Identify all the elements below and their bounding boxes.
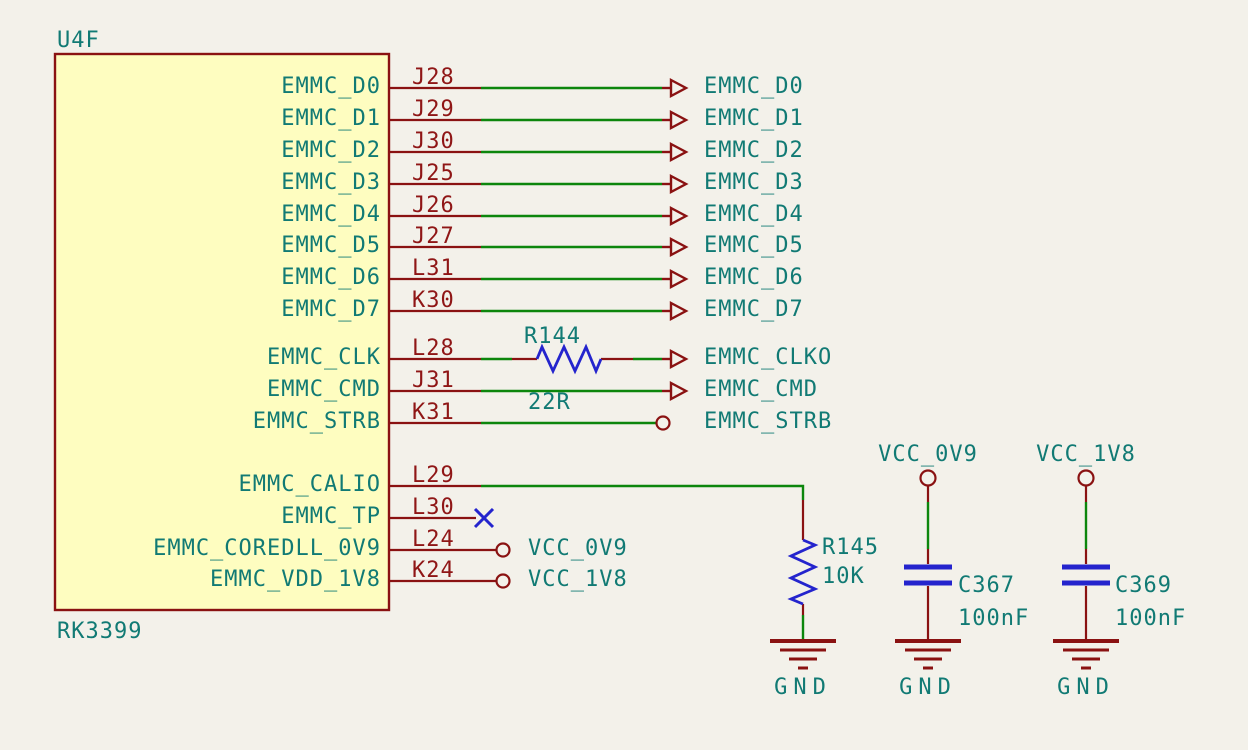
hier-label[interactable]: EMMC_STRB: [704, 409, 833, 434]
power-port-label[interactable]: VCC_1V8: [1036, 442, 1136, 467]
hier-arrow: [662, 206, 689, 226]
ic-pin-name: EMMC_D7: [281, 297, 381, 322]
ic-pin-number: L28: [412, 336, 455, 361]
capacitor-reference[interactable]: C367: [958, 573, 1015, 598]
hier-label[interactable]: EMMC_D2: [704, 138, 804, 163]
unconnected-end-circles: [495, 415, 671, 589]
hier-arrow: [662, 174, 689, 194]
ic-pin-name: EMMC_D1: [281, 106, 381, 131]
hier-label[interactable]: EMMC_CLKO: [704, 345, 833, 370]
gnd-symbol[interactable]: [895, 639, 961, 670]
hier-arrow: [662, 142, 689, 162]
resistor-value[interactable]: 10K: [822, 564, 865, 589]
power-port-label[interactable]: VCC_0V9: [878, 442, 978, 467]
capacitor-reference[interactable]: C369: [1115, 573, 1172, 598]
ic-pin-number: L30: [412, 495, 455, 520]
hier-label[interactable]: EMMC_D1: [704, 106, 804, 131]
hier-arrow: [662, 269, 689, 289]
ic-pin-number: K24: [412, 558, 455, 583]
ic-pin-name: EMMC_VDD_1V8: [210, 567, 381, 592]
resistor-value[interactable]: 22R: [528, 390, 571, 415]
hier-label[interactable]: EMMC_D6: [704, 265, 804, 290]
gnd-label: GND: [1057, 675, 1115, 700]
hier-arrow: [662, 349, 689, 369]
ic-pin-name: EMMC_D3: [281, 170, 381, 195]
ic-reference[interactable]: U4F: [57, 28, 100, 53]
ic-pin-name: EMMC_D4: [281, 202, 381, 227]
ic-pin-name: EMMC_CMD: [267, 377, 381, 402]
power-flag-vcc-0v9[interactable]: [919, 469, 937, 487]
resistor-reference[interactable]: R145: [822, 535, 879, 560]
component-pin-segments[interactable]: [512, 357, 1088, 639]
hier-label[interactable]: EMMC_D5: [704, 233, 804, 258]
resistor-r144-symbol[interactable]: [535, 343, 603, 375]
ic-symbol-body[interactable]: [53, 52, 391, 612]
ic-pin-number: J29: [412, 97, 455, 122]
hier-label-arrows[interactable]: [662, 78, 689, 401]
ic-pin-number: J30: [412, 129, 455, 154]
wires[interactable]: [481, 86, 1088, 639]
ic-pin-name: EMMC_D2: [281, 138, 381, 163]
hier-label[interactable]: EMMC_D0: [704, 74, 804, 99]
hier-arrow: [662, 78, 689, 98]
ic-pin-number: J25: [412, 161, 455, 186]
gnd-symbol[interactable]: [770, 639, 836, 670]
ic-pin-number: L24: [412, 527, 455, 552]
hier-label[interactable]: EMMC_D4: [704, 202, 804, 227]
net-label-vcc-1v8[interactable]: VCC_1V8: [528, 567, 628, 592]
ic-pin-number: J27: [412, 224, 455, 249]
capacitor-value[interactable]: 100nF: [1115, 606, 1187, 631]
gnd-label: GND: [899, 675, 957, 700]
capacitor-c367-symbol[interactable]: [904, 564, 952, 586]
hier-label[interactable]: EMMC_CMD: [704, 377, 818, 402]
hier-arrow: [662, 110, 689, 130]
gnd-symbol[interactable]: [1053, 639, 1119, 670]
ic-pin-name: EMMC_D5: [281, 233, 381, 258]
ic-pin-number: K31: [412, 400, 455, 425]
ic-pin-number: J31: [412, 368, 455, 393]
hier-label[interactable]: EMMC_D7: [704, 297, 804, 322]
power-flag-vcc-1v8[interactable]: [1077, 469, 1095, 487]
hier-arrow: [662, 237, 689, 257]
hier-arrow: [662, 381, 689, 401]
ic-pin-number: L29: [412, 463, 455, 488]
ic-pin-name: EMMC_D6: [281, 265, 381, 290]
ic-pin-name: EMMC_D0: [281, 74, 381, 99]
ic-pin-name: EMMC_TP: [281, 504, 381, 529]
ic-pin-name: EMMC_CLK: [267, 345, 381, 370]
gnd-label: GND: [774, 675, 832, 700]
ic-pin-number: K30: [412, 288, 455, 313]
hier-arrow: [662, 301, 689, 321]
hier-label[interactable]: EMMC_D3: [704, 170, 804, 195]
capacitor-c369-symbol[interactable]: [1062, 564, 1110, 586]
ic-pin-stubs[interactable]: [389, 86, 496, 583]
ic-pin-name: EMMC_STRB: [252, 409, 381, 434]
no-connect-x-icon[interactable]: [473, 507, 495, 529]
resistor-reference[interactable]: R144: [524, 324, 581, 349]
ic-pin-name: EMMC_CALIO: [238, 472, 381, 497]
ic-pin-number: L31: [412, 256, 455, 281]
ic-value[interactable]: RK3399: [57, 619, 143, 644]
net-label-vcc-0v9[interactable]: VCC_0V9: [528, 536, 628, 561]
ic-pin-number: J26: [412, 193, 455, 218]
ic-pin-number: J28: [412, 65, 455, 90]
capacitor-value[interactable]: 100nF: [958, 606, 1030, 631]
resistor-r145-symbol[interactable]: [787, 538, 819, 606]
ic-pin-name: EMMC_COREDLL_0V9: [153, 536, 381, 561]
